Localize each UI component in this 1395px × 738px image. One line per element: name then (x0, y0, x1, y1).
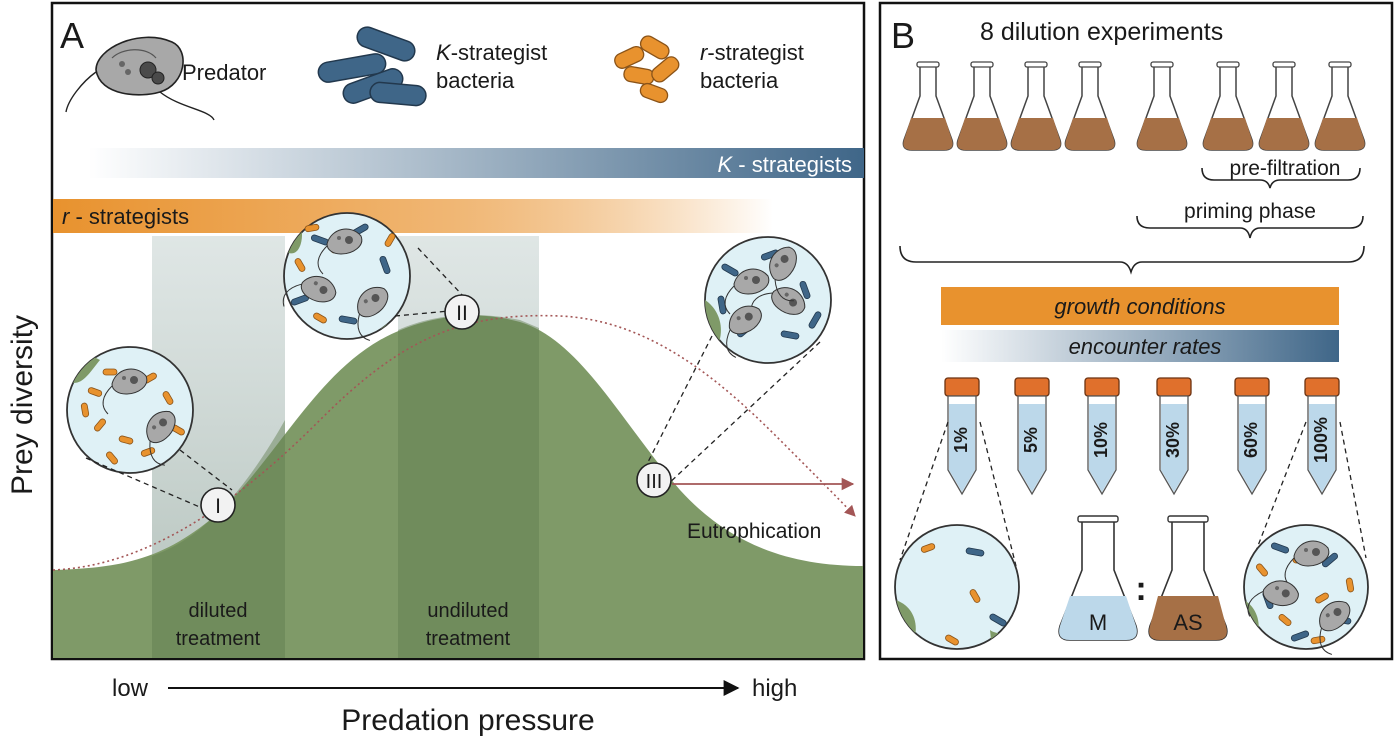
marker-II: II (444, 294, 480, 330)
undiluted-label-2: treatment (426, 628, 511, 650)
dilution-flask (1314, 61, 1366, 151)
dilution-flask (902, 61, 954, 151)
growth-conditions-bar (941, 287, 1339, 325)
zoom-circle-diluted (894, 524, 1020, 650)
zoom-connectors-b (899, 421, 1367, 567)
flask-activated-sludge: AS (1148, 515, 1228, 641)
predator-icon (65, 36, 215, 121)
tube-label: 30% (1163, 422, 1183, 458)
dilution-flask (1258, 61, 1310, 151)
r-strategists-bar (53, 199, 773, 233)
dilution-tube: 10% (1084, 377, 1120, 496)
dilution-flask (1010, 61, 1062, 151)
x-axis-label: Predation pressure (341, 704, 594, 737)
flask-as-label: AS (1173, 610, 1202, 635)
tube-label: 60% (1241, 422, 1261, 458)
tube-label: 10% (1091, 422, 1111, 458)
undiluted-label-1: undiluted (427, 600, 508, 622)
k-strategists-label: K - strategists (718, 152, 853, 177)
dilution-tube: 100% (1304, 377, 1340, 496)
dilution-flask (1202, 61, 1254, 151)
x-high-label: high (752, 675, 797, 702)
legend-k-line1: K-strategist (436, 40, 547, 65)
diversity-curve (53, 315, 863, 658)
legend-r-line1: r-strategist (700, 40, 804, 65)
legend-r-line2: bacteria (700, 68, 779, 93)
panel-b-letter: B (891, 15, 915, 56)
k-bacteria-icon (317, 26, 427, 107)
eutrophication-label: Eutrophication (687, 520, 821, 543)
pre-filtration-label: pre-filtration (1230, 157, 1341, 180)
flask-medium: M (1058, 515, 1138, 641)
dilution-tube: 1% (944, 377, 980, 496)
dilution-tube: 5% (1014, 377, 1050, 496)
dilution-tube: 60% (1234, 377, 1270, 496)
y-axis-label: Prey diversity (6, 315, 39, 495)
r-bacteria-icon (614, 35, 680, 104)
k-strategists-bar (88, 148, 864, 178)
flask-m-label: M (1089, 610, 1107, 635)
diluted-label-1: diluted (189, 600, 248, 622)
priming-phase-label: priming phase (1184, 200, 1316, 223)
x-low-label: low (112, 675, 149, 702)
svg-text:I: I (215, 495, 221, 518)
tube-label: 5% (1021, 427, 1041, 453)
dilution-flask (956, 61, 1008, 151)
marker-III: III (636, 462, 672, 498)
panel-a-letter: A (60, 15, 84, 56)
legend-k-line2: bacteria (436, 68, 515, 93)
diluted-label-2: treatment (176, 628, 261, 650)
ratio-separator: : (1135, 570, 1146, 608)
encounter-rates-label: encounter rates (1069, 334, 1222, 359)
legend-predator-label: Predator (182, 60, 266, 85)
svg-text:III: III (646, 471, 663, 493)
svg-text:II: II (456, 302, 468, 325)
panel-b-title: 8 dilution experiments (980, 18, 1223, 46)
tube-label: 100% (1311, 417, 1331, 463)
tube-label: 1% (951, 427, 971, 453)
braces (899, 167, 1365, 275)
dilution-flask (1136, 61, 1188, 151)
dilution-flask (1064, 61, 1116, 151)
r-strategists-label: r - strategists (62, 204, 189, 229)
dilution-tube: 30% (1156, 377, 1192, 496)
growth-conditions-label: growth conditions (1054, 294, 1225, 319)
dilution-flasks (902, 61, 1366, 151)
dilution-tubes: 1% 5% 10% 30% 60% 100% (944, 377, 1340, 496)
marker-I: I (200, 487, 236, 523)
encounter-rates-bar (941, 330, 1339, 362)
